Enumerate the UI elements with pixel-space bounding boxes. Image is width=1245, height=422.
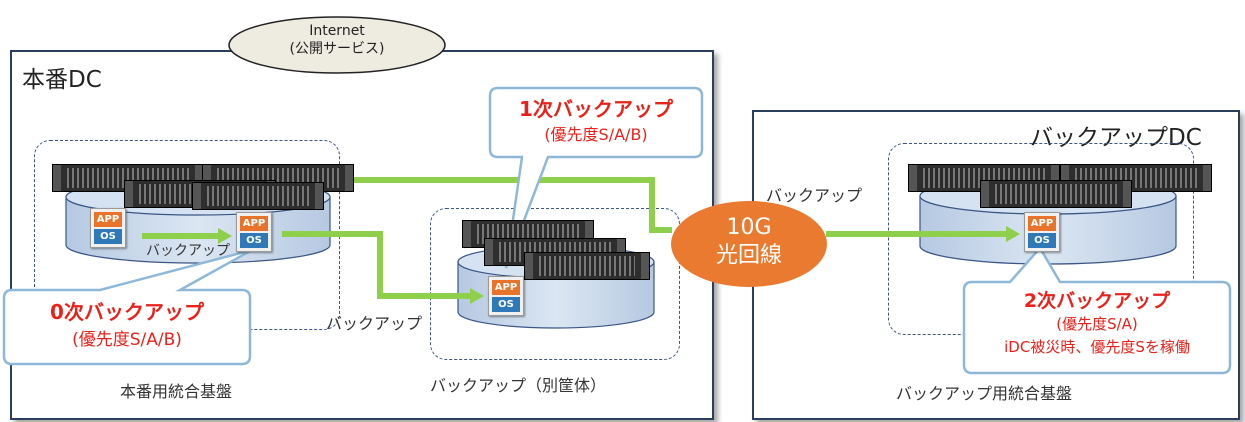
backup-chassis-box — [430, 208, 680, 360]
callout-backup2: 2次バックアップ (優先度S/A) iDC被災時、優先度Sを稼働 — [964, 290, 1230, 359]
callout-backup1-shape — [488, 86, 704, 269]
callout-backup0: 0次バックアップ (優先度S/A/B) — [4, 298, 250, 354]
internet-label: Internet (公開サービス) — [289, 23, 385, 57]
callout-backup2-shape — [962, 245, 1232, 375]
callout-backup2-priority: (優先度S/A) — [1056, 315, 1138, 333]
server-rack — [524, 252, 650, 280]
arrow-label-local: バックアップ — [146, 243, 230, 259]
arrow-to-chassis — [282, 231, 470, 299]
arrow-label-remote: バックアップ — [766, 186, 863, 205]
callout-backup0-priority: (優先度S/A/B) — [72, 330, 182, 350]
arrow-label-chassis: バックアップ — [326, 314, 423, 333]
server-rack — [192, 182, 324, 210]
backup-platform-label: バックアップ用統合基盤 — [896, 384, 1073, 403]
production-dc-title: 本番DC — [22, 67, 102, 93]
production-platform-label: 本番用統合基盤 — [120, 382, 233, 401]
backup-chassis-label: バックアップ（別筐体） — [430, 376, 607, 395]
callout-backup1-title: 1次バックアップ — [519, 97, 673, 121]
callout-backup2-note: iDC被災時、優先度Sを稼働 — [1004, 338, 1190, 356]
callout-backup1: 1次バックアップ (優先度S/A/B) — [490, 96, 702, 148]
server-rack — [980, 180, 1132, 208]
callout-backup1-priority: (優先度S/A/B) — [544, 125, 648, 144]
backup-dc-title: バックアップDC — [1030, 125, 1202, 151]
internet-cloud — [228, 16, 446, 74]
arrow-local-head — [218, 228, 232, 244]
arrow-chassis-head — [470, 288, 484, 304]
callout-backup0-title: 0次バックアップ — [50, 300, 204, 324]
callout-backup0-shape — [2, 248, 253, 366]
link-label: 10G 光回線 — [715, 215, 782, 268]
arrow-backup-dc-head — [1006, 226, 1020, 242]
link-ellipse — [671, 201, 827, 287]
callout-backup2-title: 2次バックアップ — [1023, 290, 1171, 312]
